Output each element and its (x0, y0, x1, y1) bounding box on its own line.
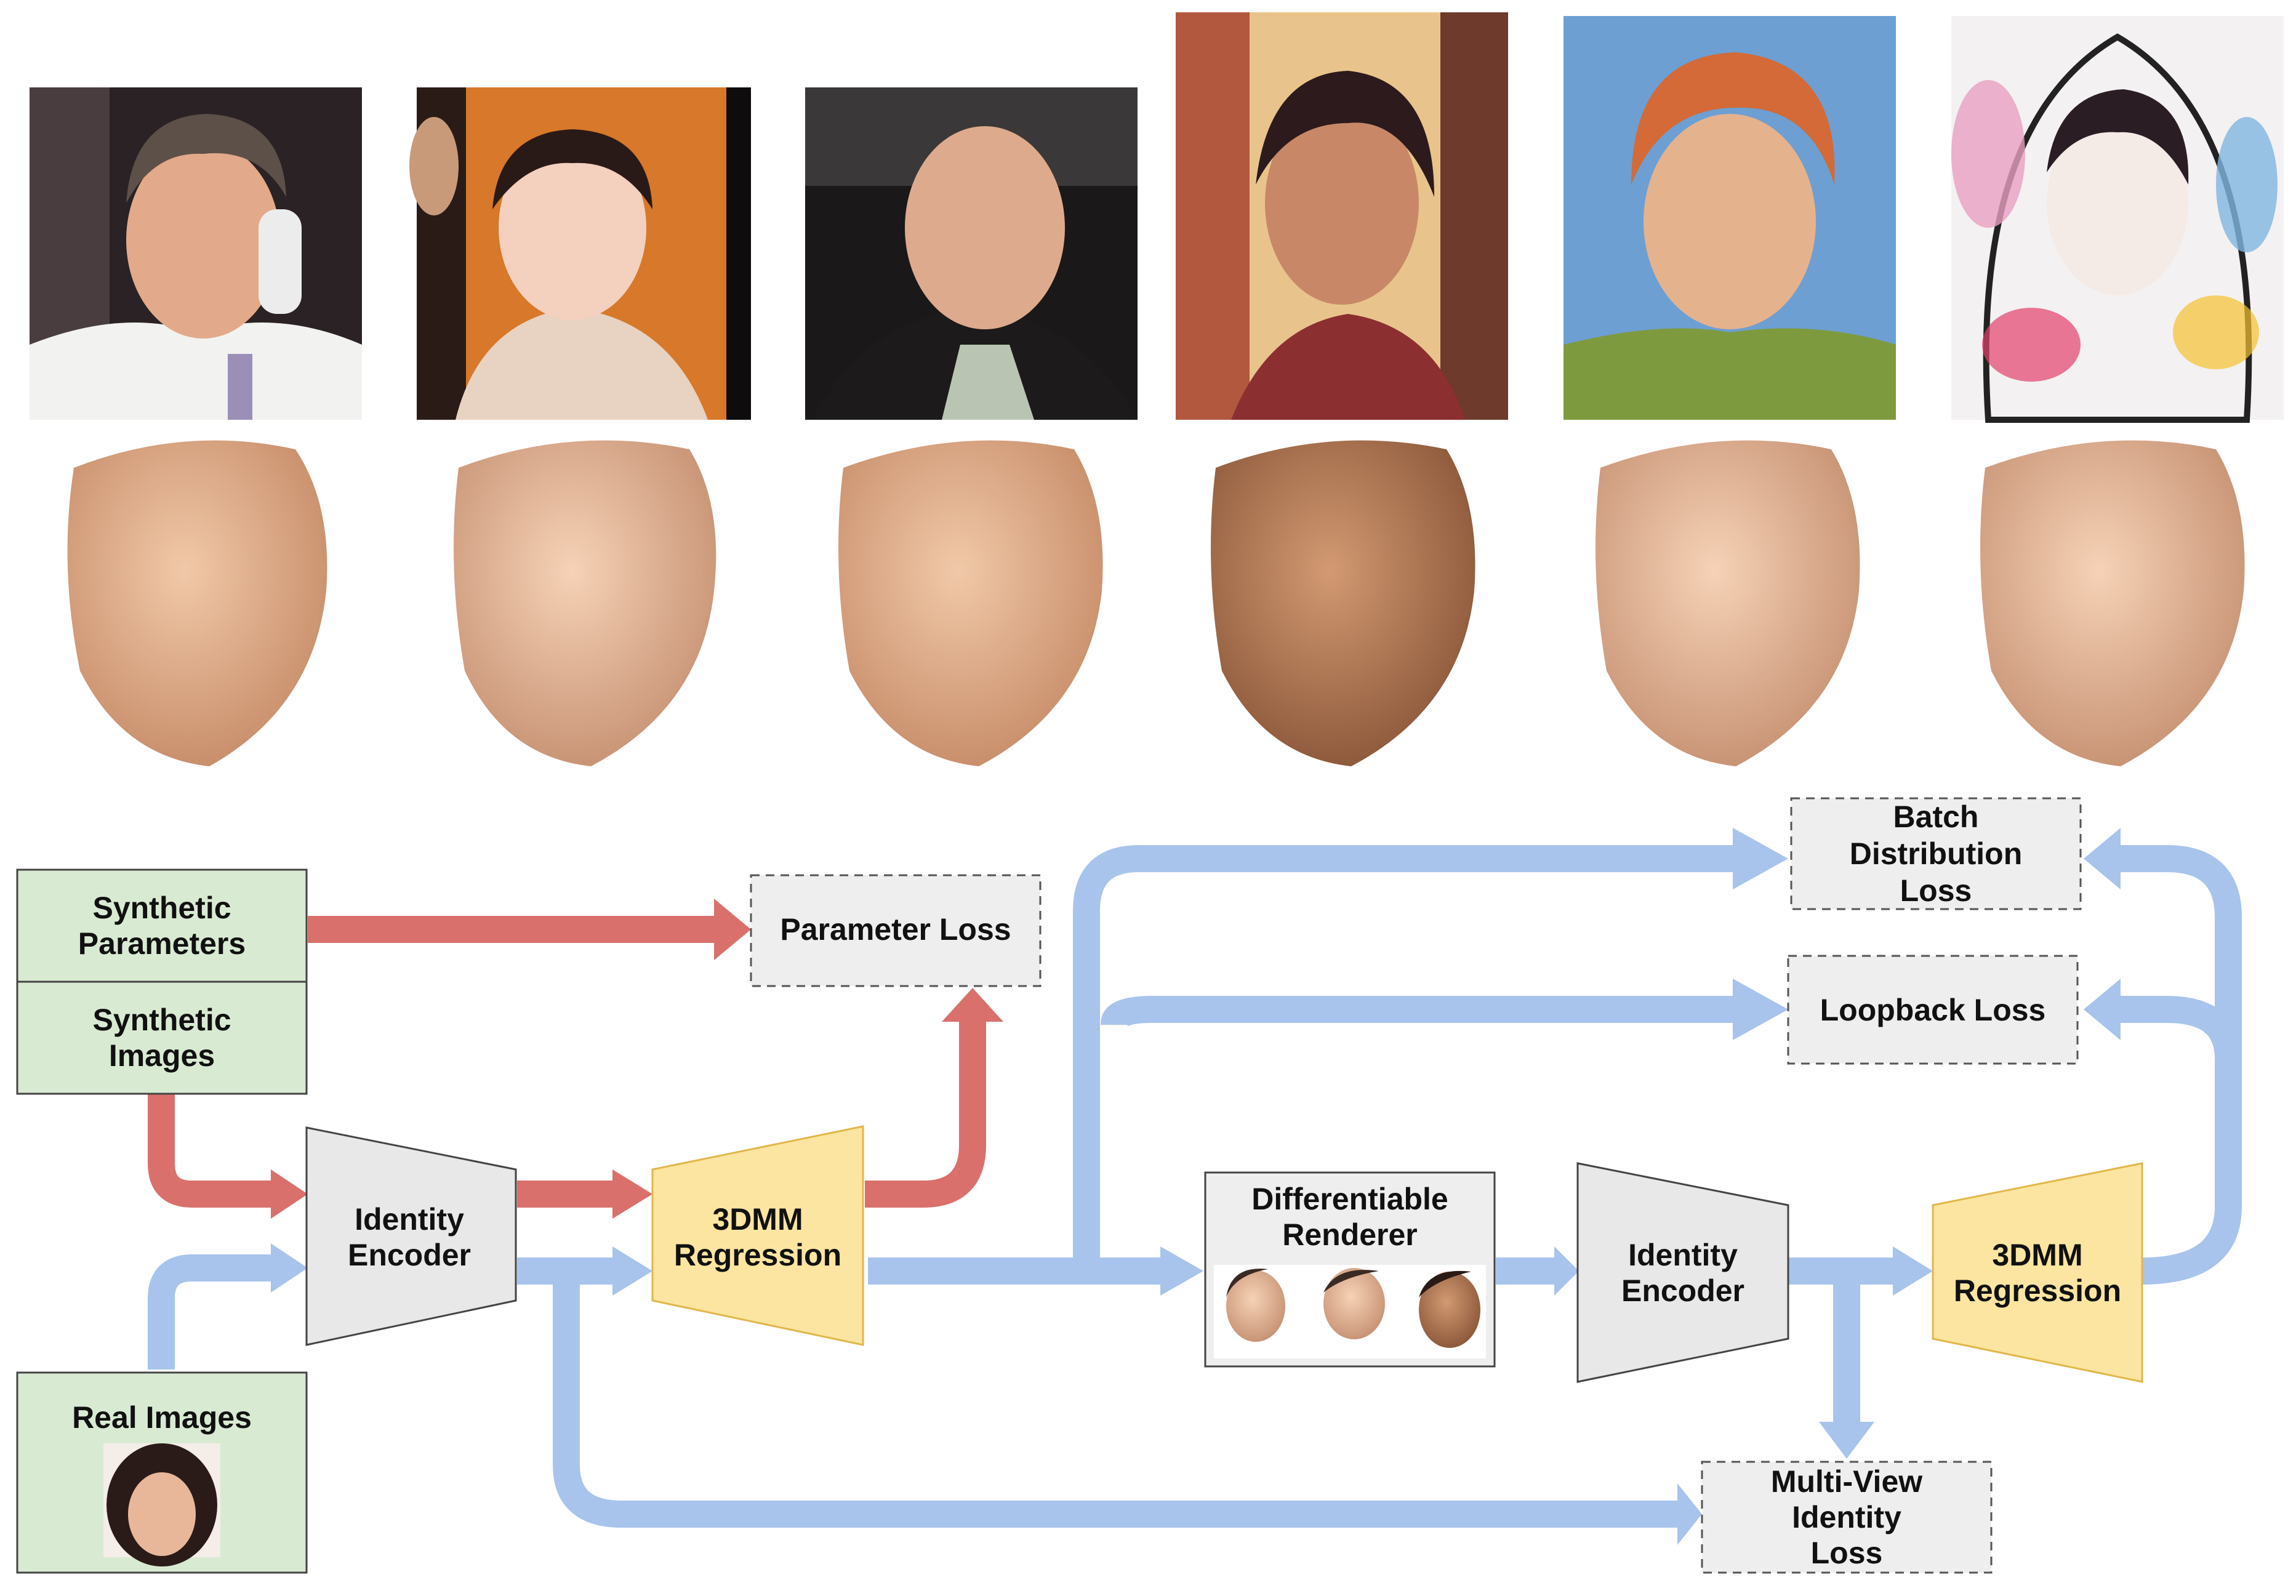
real-images-box: Real Images (16, 1371, 308, 1574)
arrow-synthetic-images-to-encoder (148, 1093, 274, 1208)
synthetic-flow-arrowheads (271, 899, 1003, 1219)
rendered-face-3 (1419, 1270, 1480, 1348)
face-reconstruction-5 (1596, 440, 1860, 766)
reconstruction-row (67, 440, 2245, 766)
arrow-regression2-to-losses (2117, 845, 2242, 1285)
arrow-regression1-to-parameter-loss (865, 1019, 986, 1208)
face-photo-2 (409, 87, 751, 420)
face-painting-4 (1176, 12, 1508, 420)
face-reconstruction-1 (67, 440, 327, 766)
loopback-loss-label: Loopback Loss (1820, 993, 2046, 1027)
parameter-loss-box: Parameter Loss (750, 874, 1042, 987)
face-photo-1 (30, 87, 362, 420)
face-reconstruction-3 (838, 440, 1103, 766)
face-photo-3 (805, 87, 1138, 420)
face-painting-5 (1563, 16, 1896, 420)
rendered-face-2 (1323, 1268, 1385, 1339)
real-flow-arrowheads (271, 828, 2121, 1545)
face-reconstruction-2 (454, 440, 716, 766)
real-image-thumbnail (103, 1443, 220, 1566)
synthetic-flow-arrows (148, 916, 986, 1208)
arrow-regression2-to-loopback (2117, 996, 2242, 1059)
parameter-loss-label: Parameter Loss (780, 912, 1011, 947)
face-reconstruction-6 (1980, 440, 2245, 766)
real-flow-arrows (148, 845, 2242, 1528)
photo-row (30, 12, 2284, 423)
arrow-encoder1-to-multiview-loss (553, 1271, 1680, 1528)
arrow-to-loopback-loss (1101, 996, 1736, 1029)
arrow-real-images-to-encoder (148, 1254, 274, 1369)
arrow-to-batch-distribution-loss (1073, 845, 1736, 1271)
real-images-label: Real Images (72, 1400, 252, 1435)
face-reconstruction-4 (1211, 440, 1475, 766)
rendered-face-1 (1226, 1269, 1285, 1342)
loopback-loss-box: Loopback Loss (1787, 955, 2079, 1065)
face-painting-6 (1951, 16, 2284, 423)
